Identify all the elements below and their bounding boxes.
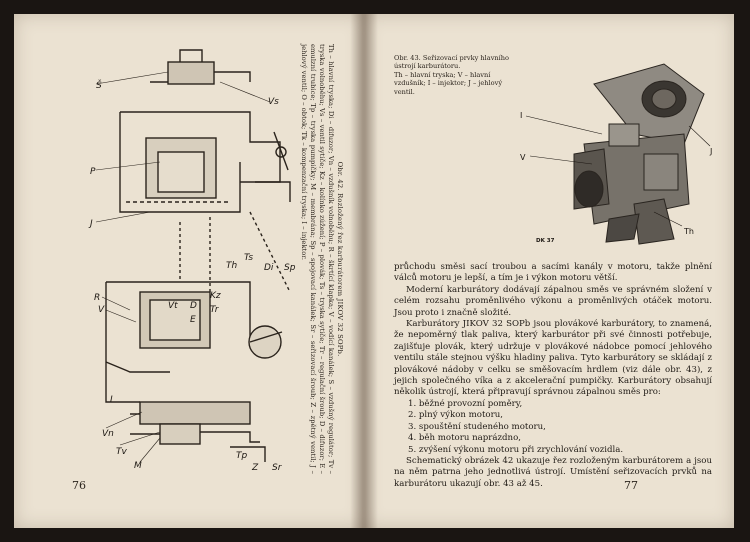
photo-label-j: J (709, 147, 712, 156)
photo-code: DK 37 (536, 238, 555, 244)
label-p: P (90, 167, 96, 177)
left-page: Š Vs P J R V Vt D E Kz Tr Th Ts Di Sp Vn… (14, 14, 364, 528)
paragraph-1: průchodu směsi sací troubou a sacími kan… (394, 262, 712, 284)
list-item: 2. plný výkon motoru, (408, 410, 503, 421)
carburetor-photo: I V J Th DK 37 (514, 54, 724, 259)
mode-list: 1. běžné provozní poměry, 2. plný výkon … (394, 399, 712, 456)
photo-label-th: Th (683, 227, 694, 236)
figure-43-legend: Th – hlavní tryska; V – hlavní vzdušník;… (394, 70, 503, 96)
label-v: V (98, 305, 105, 315)
label-m: M (134, 461, 142, 471)
carburetor-photo-drawing: I V J Th DK 37 (520, 63, 712, 245)
label-ts: Ts (244, 253, 253, 263)
body-text: průchodu směsi sací troubou a sacími kan… (394, 262, 712, 490)
figure-43-title: Obr. 43. Seřizovací prvky hlavního ústro… (394, 54, 510, 71)
list-item: 3. spouštění studeného motoru, (408, 421, 546, 432)
label-d: D (190, 301, 197, 311)
label-di: Di (264, 263, 274, 273)
label-sr: Sr (272, 463, 283, 472)
paragraph-3: Karburátory JIKOV 32 SOPb jsou plovákové… (394, 319, 712, 398)
diagram-drawing: Š Vs P J R V Vt D E Kz Tr Th Ts Di Sp Vn… (88, 49, 296, 473)
label-vn: Vn (102, 429, 114, 439)
figure-42-caption: Obr. 42. Rozložený řez karburátorem JIKO… (288, 44, 344, 474)
page-number-right: 77 (624, 479, 638, 492)
list-item: 1. běžné provozní poměry, (408, 398, 523, 409)
label-r: R (94, 293, 100, 303)
label-e: E (190, 315, 196, 325)
label-tv: Tv (116, 447, 127, 457)
label-vs: Vs (268, 97, 279, 107)
label-s: Š (96, 79, 102, 91)
paragraph-2: Moderní karburátory dodávají zápalnou sm… (394, 284, 712, 318)
book-gutter (350, 14, 378, 528)
figure-42-title: Obr. 42. Rozložený řez karburátorem JIKO… (336, 161, 344, 357)
label-sp: Sp (284, 263, 296, 273)
page-number-left: 76 (72, 479, 86, 492)
photo-label-i: I (520, 111, 522, 120)
label-th: Th (226, 261, 237, 271)
figure-43-caption: Obr. 43. Seřizovací prvky hlavního ústro… (394, 54, 514, 96)
label-i: I (110, 395, 113, 405)
label-kz: Kz (210, 291, 221, 301)
figure-42-legend: Th – hlavní tryska; Di – difuzor; Vn – v… (300, 44, 335, 474)
right-page: Obr. 43. Seřizovací prvky hlavního ústro… (364, 14, 734, 528)
carburetor-section-diagram: Š Vs P J R V Vt D E Kz Tr Th Ts Di Sp Vn… (50, 42, 300, 473)
label-tr: Tr (210, 305, 220, 315)
list-item: 5. zvýšení výkonu motoru při zrychlování… (408, 444, 624, 455)
photo-label-v: V (520, 153, 526, 162)
list-item: 4. běh motoru naprázdno, (408, 433, 521, 444)
label-tp: Tp (236, 451, 247, 461)
label-j: J (88, 219, 93, 229)
paragraph-4: Schematický obrázek 42 ukazuje řez rozlo… (394, 455, 712, 489)
label-z: Z (251, 463, 259, 472)
label-vt: Vt (168, 301, 178, 311)
